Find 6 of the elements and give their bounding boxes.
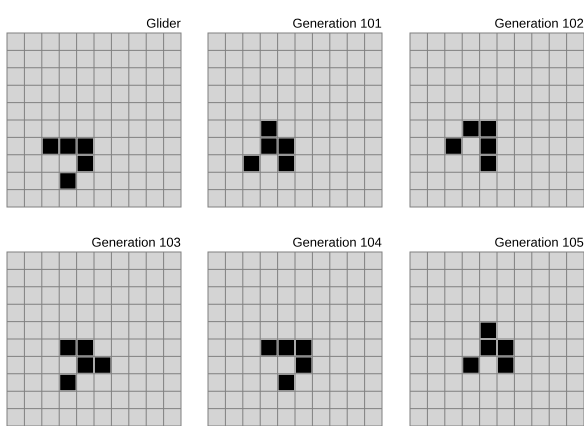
panel-title: Generation 101: [293, 18, 382, 28]
panel-title: Generation 105: [495, 237, 584, 247]
panel-title: Generation 103: [92, 237, 180, 247]
panel-title: Generation 104: [293, 237, 382, 247]
panel-title: Generation 102: [495, 18, 584, 28]
panel-title: Glider: [146, 18, 181, 28]
